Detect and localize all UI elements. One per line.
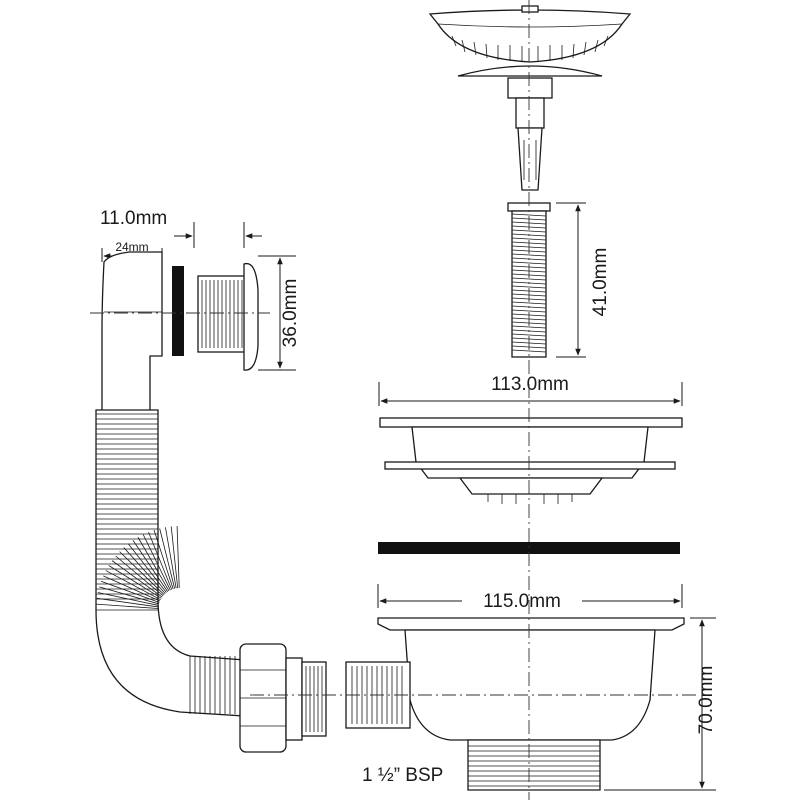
- bolt-length-label: 41.0mm: [590, 248, 611, 317]
- flexible-overflow-hose: [95, 409, 327, 753]
- flange-body-width-label: 115.0mm: [483, 591, 561, 612]
- top-flange: 113.0mm: [378, 372, 683, 504]
- overflow-width-label: 24mm: [115, 240, 148, 254]
- flange-top-width-label: 113.0mm: [491, 374, 569, 395]
- connecting-bolt: 41.0mm: [507, 202, 611, 358]
- sink-body: 115.0mm 70.0mm 1 ½” BSP: [345, 584, 717, 791]
- overflow-gap-label: 11.0mm: [100, 208, 167, 229]
- thread-spec-label: 1 ½” BSP: [362, 765, 443, 786]
- body-height-label: 70.0mm: [696, 666, 717, 735]
- overflow-height-label: 36.0mm: [280, 279, 301, 348]
- strainer-basket: [428, 5, 632, 191]
